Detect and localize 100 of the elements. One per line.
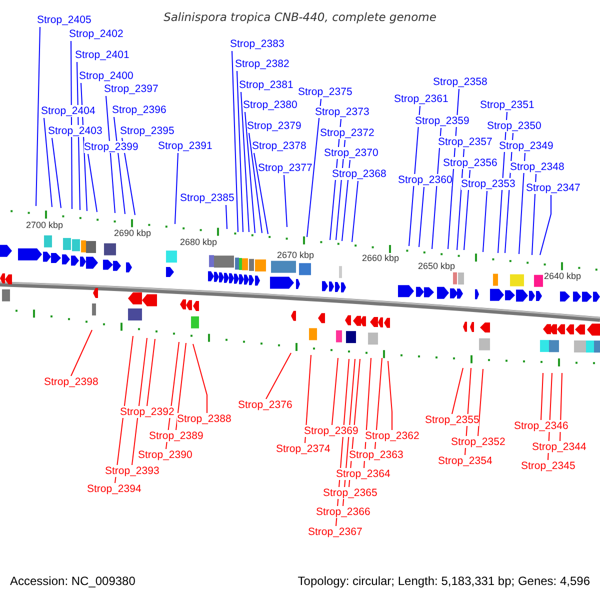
gene-label: Strop_2383 <box>230 38 284 50</box>
leader-line <box>304 354 312 444</box>
gene-label: Strop_2348 <box>510 161 564 173</box>
gene-label: Strop_2347 <box>526 182 580 194</box>
leader-line <box>132 338 148 466</box>
scale-label: 2690 kbp <box>114 228 152 238</box>
gene-label: Strop_2364 <box>336 468 390 480</box>
gene-label: Strop_2354 <box>438 455 492 467</box>
leader-line <box>174 152 178 224</box>
leader-line <box>70 330 92 376</box>
gene-label: Strop_2379 <box>247 120 302 132</box>
gene-label: Strop_2390 <box>138 449 192 461</box>
gene-label: Strop_2349 <box>499 140 554 152</box>
leader-line <box>114 116 126 214</box>
leader-line <box>518 152 526 254</box>
gene-label: Strop_2395 <box>120 125 174 137</box>
gene-label: Strop_2361 <box>394 93 448 105</box>
leader-line <box>482 190 488 252</box>
leader-line <box>248 132 262 234</box>
gene-label: Strop_2374 <box>276 443 330 455</box>
gene-label: Strop_2394 <box>87 483 142 495</box>
leader-line <box>388 360 392 430</box>
gene-label: Strop_2355 <box>425 414 480 426</box>
leader-line <box>44 118 52 208</box>
gene-label: Strop_2393 <box>105 465 160 477</box>
gene-label: Strop_2351 <box>480 99 534 111</box>
gene-label: Strop_2388 <box>177 413 232 425</box>
leader-line <box>106 96 116 214</box>
gene-label: Strop_2368 <box>332 168 386 180</box>
gene-label: Strop_2377 <box>258 162 312 174</box>
gene-label: Strop_2363 <box>349 449 404 461</box>
leader-line <box>36 26 40 206</box>
scale-label: 2660 kbp <box>362 253 400 263</box>
leader-line <box>478 368 484 436</box>
gene-label: Strop_2400 <box>79 70 134 82</box>
leader-line <box>352 180 358 242</box>
gene-label: Strop_2350 <box>487 120 542 132</box>
gene-label: Strop_2381 <box>239 79 294 91</box>
gene-label: Strop_2356 <box>443 157 498 169</box>
gene-label: Strop_2373 <box>315 106 370 118</box>
gene-label: Strop_2353 <box>461 178 516 190</box>
leader-line <box>452 368 464 414</box>
gene-label: Strop_2344 <box>532 441 586 453</box>
gene-label: Strop_2362 <box>365 430 420 442</box>
gene-label: Strop_2357 <box>438 136 492 148</box>
gene-label: Strop_2396 <box>112 104 166 116</box>
gene-label: Strop_2360 <box>398 174 452 186</box>
leader-line <box>374 358 382 450</box>
scale-label: 2640 kbp <box>544 271 582 281</box>
gene-label: Strop_2399 <box>84 141 138 153</box>
leader-line <box>236 70 244 232</box>
scale-label: 2650 kbp <box>418 261 456 271</box>
gene-label: Strop_2405 <box>37 14 92 26</box>
gene-label: Strop_2401 <box>75 49 130 61</box>
scale-label: 2680 kbp <box>180 237 218 247</box>
gene-label: Strop_2397 <box>104 83 158 95</box>
genome-summary: Topology: circular; Length: 5,183,331 bp; Genes: 4,596 <box>298 574 590 588</box>
gene-label: Strop_2402 <box>69 28 124 40</box>
scale-label: 2700 kbp <box>26 220 64 230</box>
gene-label: Strop_2375 <box>298 86 352 98</box>
gene-label: Strop_2380 <box>243 99 298 111</box>
leader-line <box>192 344 208 414</box>
leader-line <box>540 194 552 256</box>
leader-line <box>232 50 238 232</box>
gene-label: Strop_2389 <box>149 430 204 442</box>
leader-line <box>70 40 72 210</box>
accession-number: Accession: NC_009380 <box>10 574 136 588</box>
gene-label: Strop_2378 <box>252 140 306 152</box>
gene-label: Strop_2345 <box>521 460 576 472</box>
leader-line <box>244 112 256 234</box>
gene-label: Strop_2365 <box>323 487 378 499</box>
gene-label: Strop_2385 <box>180 192 234 204</box>
title: Salinispora tropica CNB-440, complete genome <box>164 10 436 24</box>
gene-label: Strop_2398 <box>44 376 98 388</box>
scale-label: 2670 kbp <box>277 250 314 260</box>
leader-line <box>254 152 268 234</box>
gene-label: Strop_2369 <box>304 425 358 437</box>
gene-label: Strop_2391 <box>158 140 212 152</box>
gene-label: Strop_2403 <box>48 125 102 137</box>
leader-line <box>226 204 228 230</box>
gene-label: Strop_2367 <box>308 526 362 538</box>
leader-line <box>240 92 250 232</box>
gene-label: Strop_2359 <box>415 115 470 127</box>
leader-line <box>306 98 322 238</box>
gene-label: Strop_2372 <box>320 127 374 139</box>
gene-label: Strop_2352 <box>451 436 506 448</box>
leader-line <box>284 174 288 228</box>
gene-label: Strop_2376 <box>238 399 292 411</box>
leader-line <box>146 338 156 406</box>
leader-line <box>176 342 186 430</box>
gene-label: Strop_2346 <box>514 420 568 432</box>
leader-line <box>52 138 62 208</box>
leader-line <box>540 372 544 420</box>
gene-label: Strop_2404 <box>41 105 96 117</box>
leader-line <box>332 358 338 426</box>
gene-label: Strop_2382 <box>235 58 290 70</box>
gene-label: Strop_2392 <box>120 406 174 418</box>
gene-label: Strop_2366 <box>316 506 370 518</box>
leader-line <box>88 154 98 212</box>
gene-label: Strop_2370 <box>324 147 378 159</box>
